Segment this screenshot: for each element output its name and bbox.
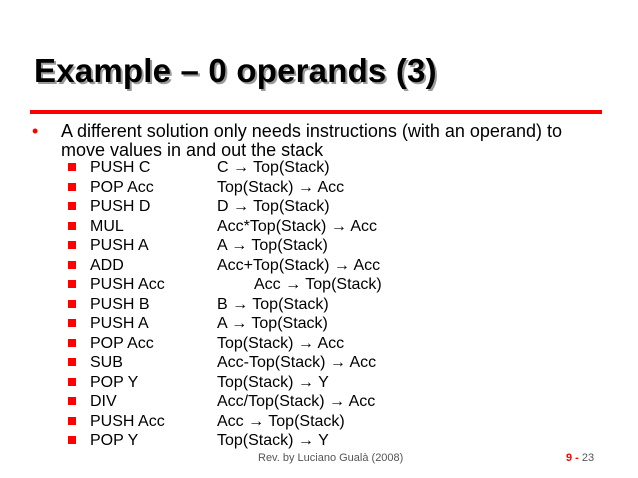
square-bullet-icon [68, 377, 76, 386]
intro-text: A different solution only needs instruct… [61, 121, 562, 160]
instruction-effect: Acc → Top(Stack) [217, 412, 345, 430]
instruction: PUSH D [90, 198, 151, 215]
bullet-dot-icon: • [32, 121, 39, 141]
instruction: ADD [90, 256, 124, 274]
instruction-effect: Top(Stack) → Acc [217, 178, 345, 196]
page-number: 9 - 23 [566, 452, 594, 464]
square-bullet-icon [68, 436, 76, 444]
square-bullet-icon [68, 319, 76, 327]
instruction-effect: Acc-Top(Stack) → Acc [217, 354, 377, 371]
square-bullet-icon [68, 260, 76, 269]
square-bullet-icon [68, 299, 76, 308]
instruction-effect: Top(Stack) → Y [217, 432, 329, 449]
instruction-effect: Acc+Top(Stack) → Acc [217, 256, 381, 274]
square-bullet-icon [68, 280, 76, 288]
instruction-effect: Acc → Top(Stack) [254, 276, 382, 293]
square-bullet-icon [68, 202, 76, 210]
instruction: POP Y [90, 432, 139, 449]
square-bullet-icon [68, 163, 76, 171]
square-bullet-icon [68, 338, 76, 347]
instruction: PUSH B [90, 295, 150, 313]
instruction-effect: A → Top(Stack) [217, 237, 328, 254]
footer-credit: Rev. by Luciano Gualà (2008) [258, 452, 404, 464]
instruction-effect: A → Top(Stack) [217, 315, 328, 332]
instruction: PUSH A [90, 315, 149, 332]
slide-title: Example – 0 operands (3) [34, 52, 437, 89]
instruction: POP Y [90, 373, 139, 391]
instruction-effect: Top(Stack) → Acc [217, 334, 345, 352]
instruction-effect: Top(Stack) → Y [217, 373, 329, 391]
instruction-effect: B → Top(Stack) [217, 295, 329, 313]
instruction: POP Acc [90, 334, 154, 352]
page-number-value: 23 [581, 452, 595, 464]
instruction-effect: D → Top(Stack) [217, 198, 330, 215]
instruction: PUSH A [90, 237, 149, 254]
section-label: 9 - [566, 452, 579, 464]
title-divider [30, 110, 602, 114]
square-bullet-icon [68, 241, 76, 249]
instruction-effect: C → Top(Stack) [217, 159, 330, 176]
instruction: DIV [90, 393, 117, 410]
square-bullet-icon [68, 416, 76, 425]
instruction: PUSH Acc [90, 412, 165, 430]
square-bullet-icon [68, 221, 76, 230]
instruction: MUL [90, 217, 124, 235]
instruction-effect: Acc/Top(Stack) → Acc [217, 393, 376, 410]
instruction: POP Acc [90, 178, 154, 196]
instruction: SUB [90, 354, 123, 371]
instruction-effect: Acc*Top(Stack) → Acc [217, 217, 378, 235]
instruction: PUSH C [90, 159, 151, 176]
square-bullet-icon [68, 397, 76, 405]
instruction: PUSH Acc [90, 276, 165, 293]
square-bullet-icon [68, 182, 76, 191]
square-bullet-icon [68, 358, 76, 366]
